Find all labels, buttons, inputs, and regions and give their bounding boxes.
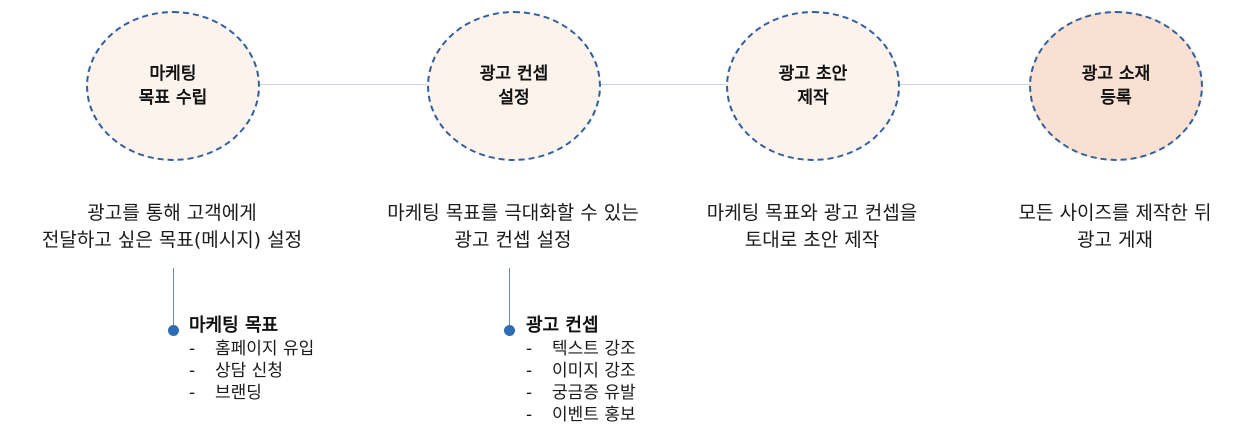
list-item-label: 궁금증 유발 [552,383,636,403]
dash-icon: - [189,383,196,403]
step-title: 광고 소재 등록 [1081,64,1151,108]
step-title: 광고 초안 제작 [778,64,848,108]
detail-connector-line [509,268,510,326]
list-item-label: 상담 신청 [215,361,283,381]
detail-marketing-goal: 마케팅 목표 -홈페이지 유입 -상담 신청 -브랜딩 [189,314,314,404]
process-step-goal: 마케팅 목표 수립 광고를 통해 고객에게 전달하고 싶은 목표(메시지) 설정 [42,0,302,260]
step-title: 마케팅 목표 수립 [138,64,208,108]
list-item-label: 텍스트 강조 [552,339,636,359]
dash-icon: - [189,339,196,359]
step-description: 마케팅 목표를 극대화할 수 있는 광고 컨셉 설정 [387,202,639,251]
step-title: 광고 컨셉 설정 [479,64,549,108]
bullet-dot-icon [168,325,179,336]
process-step-draft: 광고 초안 제작 마케팅 목표와 광고 컨셉을 토대로 초안 제작 [692,0,932,260]
list-item: -텍스트 강조 [526,338,636,360]
dash-icon: - [189,361,196,381]
step-description: 모든 사이즈를 제작한 뒤 광고 게재 [1018,202,1212,251]
process-step-concept: 광고 컨셉 설정 마케팅 목표를 극대화할 수 있는 광고 컨셉 설정 [387,0,639,260]
detail-list: -홈페이지 유입 -상담 신청 -브랜딩 [189,338,314,404]
list-item-label: 이미지 강조 [552,361,636,381]
dash-icon: - [526,383,533,403]
list-item: -이벤트 홍보 [526,404,636,426]
list-item: -이미지 강조 [526,360,636,382]
dash-icon: - [526,339,533,359]
detail-title: 마케팅 목표 [189,315,279,336]
list-item-label: 홈페이지 유입 [215,339,315,359]
step-circle: 광고 초안 제작 [726,11,900,161]
step-circle: 광고 소재 등록 [1029,11,1203,161]
detail-ad-concept: 광고 컨셉 -텍스트 강조 -이미지 강조 -궁금증 유발 -이벤트 홍보 [526,314,636,426]
list-item: -홈페이지 유입 [189,338,314,360]
list-item: -궁금증 유발 [526,382,636,404]
dash-icon: - [526,361,533,381]
step-description: 마케팅 목표와 광고 컨셉을 토대로 초안 제작 [706,202,918,251]
list-item-label: 브랜딩 [215,383,262,403]
detail-title: 광고 컨셉 [526,315,599,336]
bullet-dot-icon [504,325,515,336]
list-item: -브랜딩 [189,382,314,404]
list-item: -상담 신청 [189,360,314,382]
list-item-label: 이벤트 홍보 [552,405,636,425]
process-step-register: 광고 소재 등록 모든 사이즈를 제작한 뒤 광고 게재 [995,0,1235,260]
step-circle: 광고 컨셉 설정 [427,11,601,161]
process-connector-line [172,84,1114,85]
detail-list: -텍스트 강조 -이미지 강조 -궁금증 유발 -이벤트 홍보 [526,338,636,426]
step-circle: 마케팅 목표 수립 [86,11,260,161]
dash-icon: - [526,405,533,425]
detail-connector-line [173,268,174,326]
step-description: 광고를 통해 고객에게 전달하고 싶은 목표(메시지) 설정 [41,202,303,251]
